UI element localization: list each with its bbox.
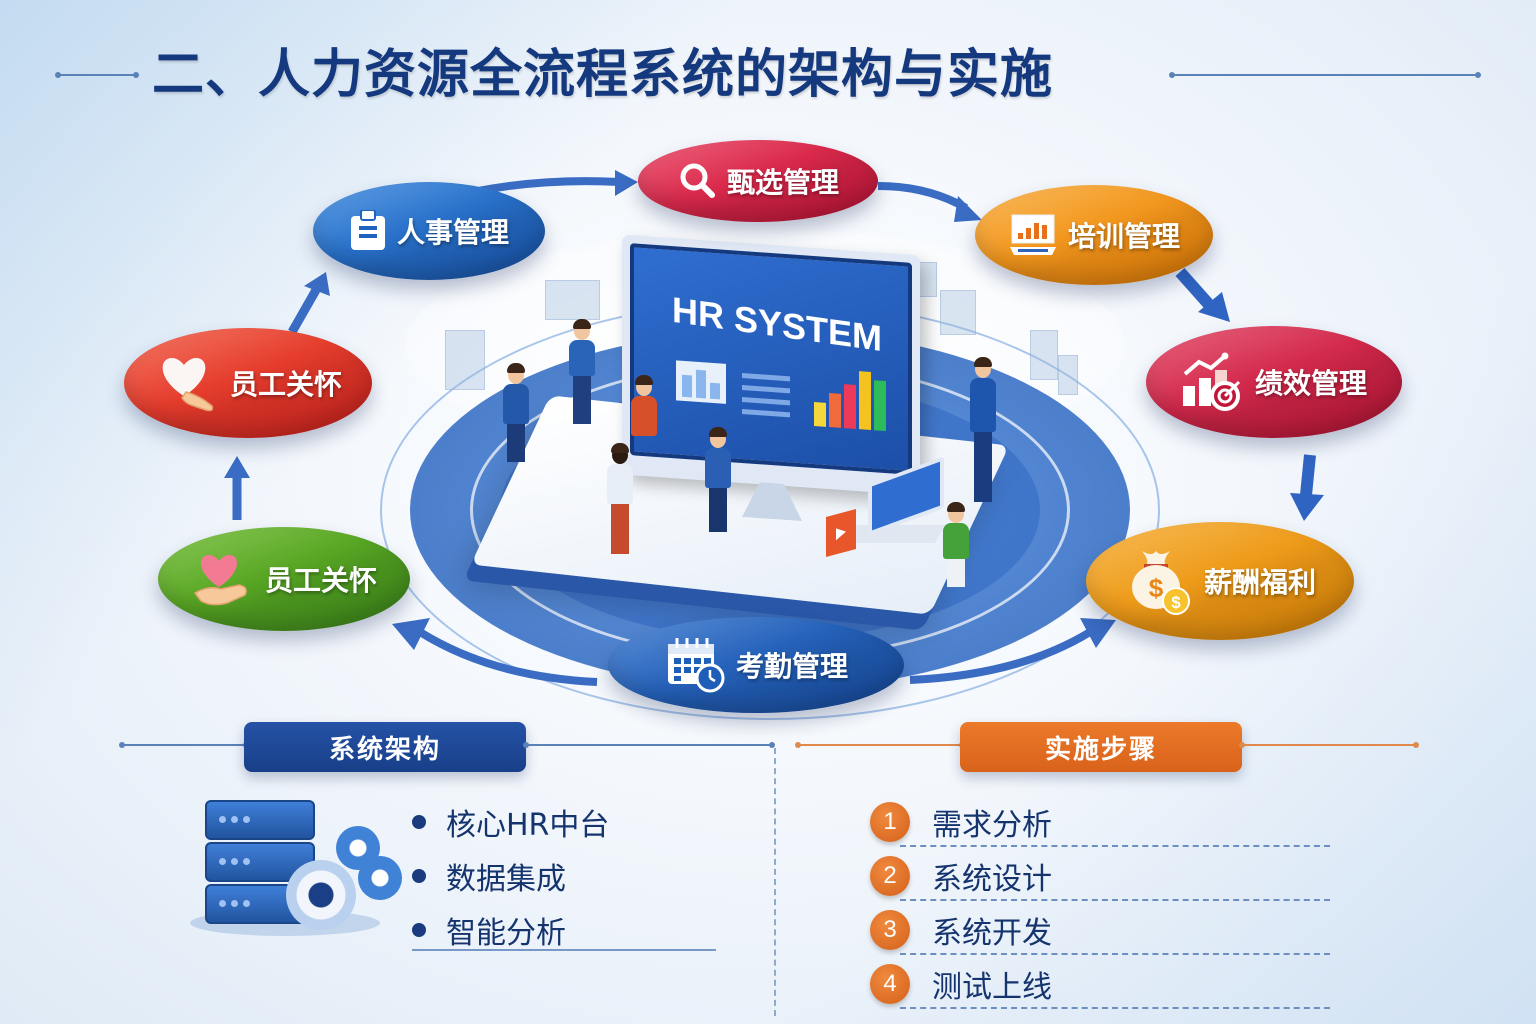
section-divider	[774, 748, 776, 1016]
person-standing-woman	[569, 319, 595, 424]
implementation-badge: 实施步骤	[960, 722, 1242, 772]
person-green-shirt	[943, 502, 969, 587]
step-item: 1 需求分析	[870, 795, 1330, 849]
step-item: 4 测试上线	[870, 957, 1330, 1011]
implementation-deco-line-left	[795, 742, 965, 748]
screen-bar	[874, 380, 886, 432]
step-item: 3 系统开发	[870, 903, 1330, 957]
person-seated-blue	[705, 427, 731, 532]
person-standing-manager	[970, 357, 996, 502]
screen-text-lines	[742, 372, 790, 424]
step-label: 系统设计	[932, 862, 1052, 897]
step-number-badge: 3	[870, 910, 910, 950]
monitor-chart-icon	[1008, 213, 1058, 257]
screen-chart-panel	[676, 360, 726, 404]
magnifier-icon	[677, 161, 717, 201]
heart-hand-icon	[154, 352, 220, 414]
node-label: 考勤管理	[735, 650, 848, 683]
node-label: 甄选管理	[726, 166, 839, 199]
architecture-item-label: 数据集成	[446, 862, 566, 897]
clipboard-icon	[349, 210, 387, 252]
arrow-bottomleft-to-left	[222, 456, 252, 520]
implementation-deco-line-right	[1239, 742, 1419, 748]
arrow-top-to-topright	[877, 178, 988, 228]
screen-bar	[814, 402, 826, 427]
node-performance-management[interactable]: 绩效管理	[1146, 326, 1402, 438]
screen-title: HR SYSTEM	[672, 288, 883, 360]
node-selection-management[interactable]: 甄选管理	[638, 140, 878, 222]
node-attendance-management[interactable]: 考勤管理	[608, 617, 904, 713]
video-play-icon	[826, 508, 856, 558]
step-divider	[900, 845, 1330, 847]
architecture-item: 数据集成	[412, 849, 722, 903]
page-title: 二、人力资源全流程系统的架构与实施	[152, 45, 1054, 105]
screen-bar-chart	[814, 356, 886, 432]
building-icon	[545, 280, 600, 320]
node-personnel-management[interactable]: 人事管理	[313, 182, 545, 280]
node-label: 员工关怀	[229, 368, 342, 401]
node-employee-care-green[interactable]: 员工关怀	[158, 527, 410, 631]
building-icon	[1030, 330, 1058, 380]
svg-text:$: $	[1149, 573, 1164, 603]
person-seated-left	[503, 363, 529, 462]
step-label: 系统开发	[932, 916, 1052, 951]
hr-system-monitor: HR SYSTEM	[622, 234, 920, 496]
implementation-steps: 1 需求分析 2 系统设计 3 系统开发 4 测试上线	[870, 795, 1330, 1011]
gear-icon	[358, 856, 402, 900]
arrow-right-to-bottomright	[1290, 454, 1330, 525]
bullet-icon	[412, 923, 426, 937]
node-label: 薪酬福利	[1203, 566, 1316, 599]
node-label: 培训管理	[1067, 220, 1180, 253]
architecture-item-label: 智能分析	[446, 916, 566, 951]
node-training-management[interactable]: 培训管理	[975, 185, 1213, 285]
step-divider	[900, 899, 1330, 901]
node-label: 员工关怀	[264, 564, 377, 597]
node-compensation-benefits[interactable]: $$ 薪酬福利	[1086, 522, 1354, 640]
screen-bar	[829, 393, 841, 428]
monitor-screen: HR SYSTEM	[630, 243, 912, 475]
arrow-bottom-to-bottomleft	[392, 612, 602, 692]
architecture-item: 智能分析	[412, 903, 722, 957]
arrow-topright-to-right	[1175, 268, 1236, 328]
node-label: 绩效管理	[1254, 367, 1367, 400]
architecture-item-label: 核心HR中台	[446, 808, 610, 843]
money-bag-icon: $$	[1124, 545, 1194, 617]
step-divider	[900, 1007, 1330, 1009]
architecture-deco-line-left	[119, 742, 249, 748]
title-deco-line-left	[55, 72, 139, 78]
building-icon	[1058, 355, 1078, 395]
step-number-badge: 1	[870, 802, 910, 842]
step-item: 2 系统设计	[870, 849, 1330, 903]
calendar-clock-icon	[664, 636, 726, 694]
heart-hand-icon	[191, 549, 255, 609]
architecture-deco-line-right	[523, 742, 775, 748]
screen-bar	[844, 384, 856, 429]
title-row: 二、人力资源全流程系统的架构与实施	[0, 40, 1536, 110]
step-number-badge: 4	[870, 964, 910, 1004]
architecture-list: 核心HR中台 数据集成 智能分析	[412, 795, 722, 957]
laptop-base	[844, 525, 946, 543]
step-divider	[900, 953, 1330, 955]
title-deco-line-right	[1169, 72, 1481, 78]
architecture-badge: 系统架构	[244, 722, 526, 772]
person-orange-sweater	[631, 375, 657, 436]
growth-target-icon	[1181, 352, 1245, 412]
arrow-bottom-to-bottomright	[909, 610, 1120, 690]
gear-icon	[286, 860, 356, 930]
building-icon	[445, 330, 485, 390]
svg-text:$: $	[1171, 593, 1181, 612]
screen-bar	[859, 371, 871, 430]
step-label: 需求分析	[932, 808, 1052, 843]
arrow-left-to-topleft	[286, 272, 336, 336]
building-icon	[940, 290, 976, 335]
node-employee-care-red[interactable]: 员工关怀	[124, 328, 372, 438]
architecture-underline	[412, 949, 716, 951]
person-seated-woman	[607, 443, 633, 554]
step-number-badge: 2	[870, 856, 910, 896]
node-label: 人事管理	[396, 216, 509, 249]
architecture-item: 核心HR中台	[412, 795, 722, 849]
bullet-icon	[412, 869, 426, 883]
bullet-icon	[412, 815, 426, 829]
step-label: 测试上线	[932, 970, 1052, 1005]
